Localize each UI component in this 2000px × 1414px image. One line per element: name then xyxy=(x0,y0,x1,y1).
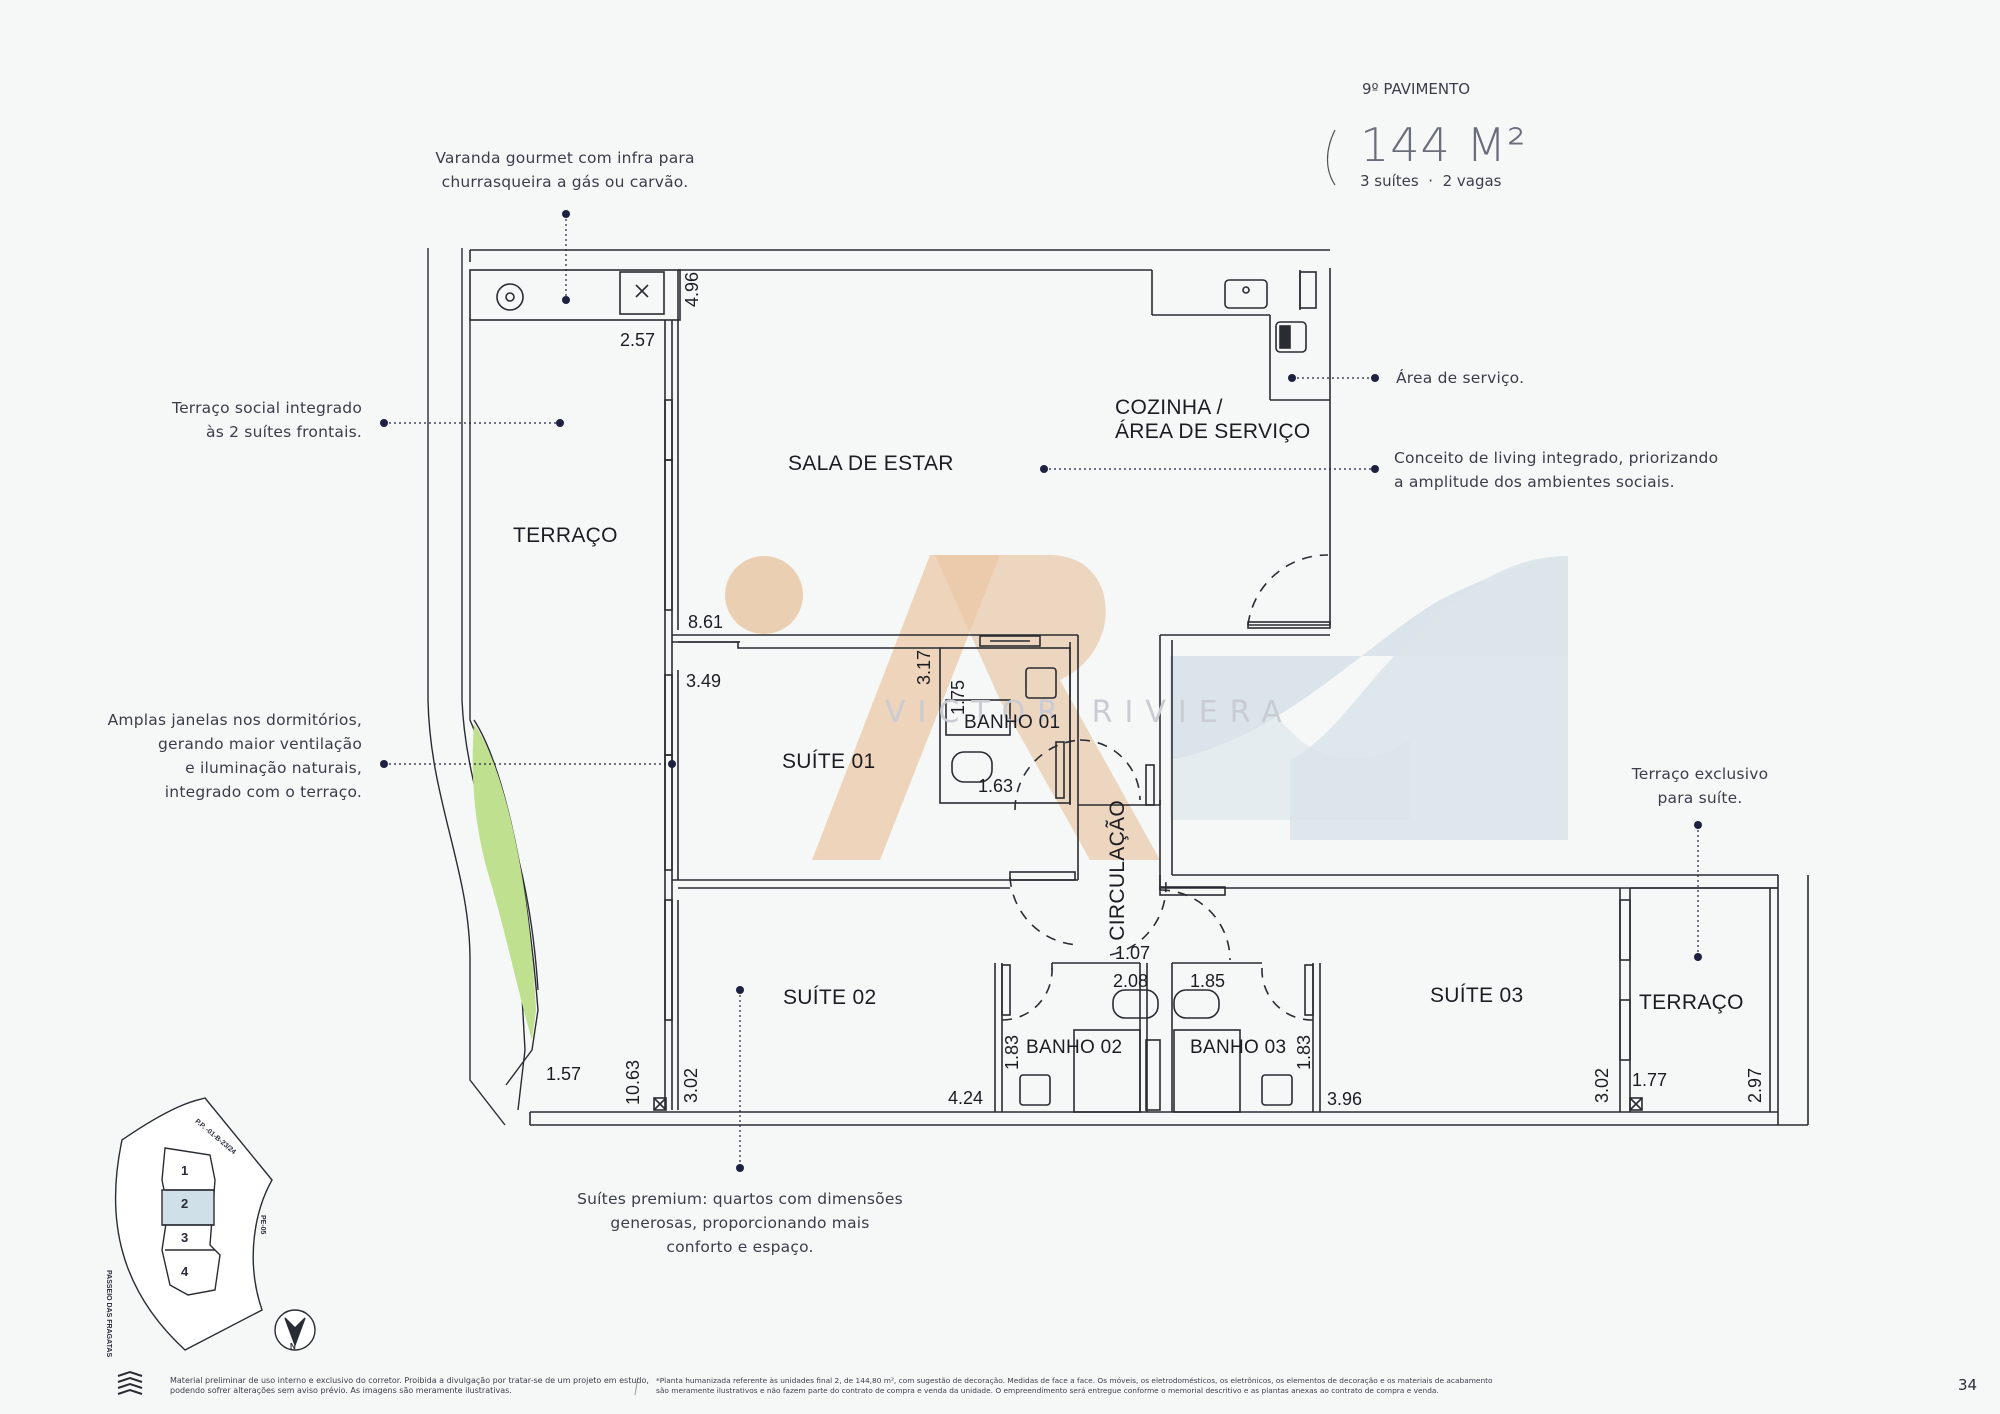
dimension-label: 3.02 xyxy=(1592,1068,1612,1104)
annotation-line: Terraço exclusivo xyxy=(1631,765,1769,783)
annotation-suites-premium: Suítes premium: quartos com dimensões ge… xyxy=(560,1187,920,1259)
room-suite-01: SUÍTE 01 xyxy=(782,750,876,773)
annotation-living: Conceito de living integrado, priorizand… xyxy=(1394,446,1718,494)
dimension-label: 2.97 xyxy=(1745,1068,1765,1104)
annotation-terraco-exclusivo: Terraço exclusivo para suíte. xyxy=(1600,762,1800,810)
keyplan-unit: 1 xyxy=(181,1163,189,1178)
dimension-label: 1.77 xyxy=(1632,1070,1668,1090)
annotation-line: Conceito de living integrado, priorizand… xyxy=(1394,449,1719,467)
room-suite-03: SUÍTE 03 xyxy=(1430,984,1524,1007)
dimension-label: 4.24 xyxy=(948,1088,984,1108)
dimension-label: 3.96 xyxy=(1327,1089,1363,1109)
keyplan-unit: 3 xyxy=(181,1230,189,1245)
keyplan-label-left: PASSEIO DAS FRAGATAS xyxy=(105,1270,112,1358)
dimension-label: 1.75 xyxy=(948,680,968,716)
footer-disclaimer-left: Material preliminar de uso interno e exc… xyxy=(170,1376,649,1396)
dimension-label: 1.63 xyxy=(978,776,1014,796)
page-number: 34 xyxy=(1958,1376,1978,1394)
annotation-janelas: Amplas janelas nos dormitórios, gerando … xyxy=(60,708,362,804)
annotation-line: conforto e espaço. xyxy=(666,1238,814,1256)
dimension-label: 1.85 xyxy=(1190,971,1226,991)
annotation-line: generosas, proporcionando mais xyxy=(610,1214,870,1232)
footer-disclaimer-right: *Planta humanizada referente às unidades… xyxy=(656,1376,1493,1396)
dimension-label: 3.02 xyxy=(681,1068,701,1104)
footer-line: são meramente ilustrativos e não fazem p… xyxy=(656,1386,1439,1395)
dimension-label: 10.63 xyxy=(623,1060,643,1106)
annotation-line: Suítes premium: quartos com dimensões xyxy=(577,1190,903,1208)
annotation-line: às 2 suítes frontais. xyxy=(206,423,362,441)
features-label: 3 suítes · 2 vagas xyxy=(1360,172,1502,190)
footer-line: *Planta humanizada referente às unidades… xyxy=(656,1376,1493,1385)
room-terraco-2: TERRAÇO xyxy=(1639,991,1744,1014)
annotation-line: Amplas janelas nos dormitórios, xyxy=(107,711,362,729)
dimension-label: 2.57 xyxy=(620,330,656,350)
dimension-label: 4.96 xyxy=(682,272,702,308)
dimension-label: 1.07 xyxy=(1115,943,1151,963)
keyplan-unit-highlighted: 2 xyxy=(181,1196,189,1211)
annotation-line: Terraço social integrado xyxy=(172,399,362,417)
dimension-label: 1.83 xyxy=(1002,1035,1022,1071)
footer-line: Material preliminar de uso interno e exc… xyxy=(170,1376,649,1385)
footer-line: podendo sofrer alterações sem aviso prév… xyxy=(170,1386,512,1395)
keyplan-label-right: PE-05 xyxy=(259,1215,266,1235)
annotation-line: a amplitude dos ambientes sociais. xyxy=(1394,473,1675,491)
annotation-varanda: Varanda gourmet com infra para churrasqu… xyxy=(410,146,720,194)
annotation-servico: Área de serviço. xyxy=(1396,366,1524,390)
dimension-label: 1.57 xyxy=(546,1064,582,1084)
annotation-terraco-social: Terraço social integrado às 2 suítes fro… xyxy=(100,396,362,444)
room-banho-02: BANHO 02 xyxy=(1026,1037,1123,1058)
annotation-line: e iluminação naturais, xyxy=(185,759,362,777)
dimension-label: 3.17 xyxy=(914,650,934,686)
annotation-line: churrasqueira a gás ou carvão. xyxy=(441,173,689,191)
dimension-label: 8.61 xyxy=(688,612,724,632)
annotation-line: Área de serviço. xyxy=(1396,369,1525,387)
annotation-line: integrado com o terraço. xyxy=(164,783,362,801)
area-heading: 144 M² xyxy=(1360,118,1527,172)
annotation-line: gerando maior ventilação xyxy=(157,735,362,753)
dimension-label: 3.49 xyxy=(686,671,722,691)
floor-label: 9º PAVIMENTO xyxy=(1362,80,1471,98)
dimension-label: 1.83 xyxy=(1294,1035,1314,1071)
room-banho-03: BANHO 03 xyxy=(1190,1037,1287,1058)
keyplan-unit: 4 xyxy=(181,1264,189,1279)
room-banho-01: BANHO 01 xyxy=(964,712,1061,733)
room-cozinha-1: COZINHA / xyxy=(1115,396,1223,419)
room-suite-02: SUÍTE 02 xyxy=(783,986,877,1009)
annotation-line: para suíte. xyxy=(1657,789,1743,807)
room-cozinha-2: ÁREA DE SERVIÇO xyxy=(1115,420,1311,443)
room-circulacao: CIRCULAÇÃO xyxy=(1106,800,1129,941)
watermark-text: VICTOR RIVIERA xyxy=(885,695,1294,730)
north-arrow-label: N xyxy=(290,1342,296,1351)
annotation-line: Varanda gourmet com infra para xyxy=(435,149,695,167)
dimension-label: 2.08 xyxy=(1113,971,1149,991)
room-terraco: TERRAÇO xyxy=(513,524,618,547)
room-sala: SALA DE ESTAR xyxy=(788,452,954,475)
